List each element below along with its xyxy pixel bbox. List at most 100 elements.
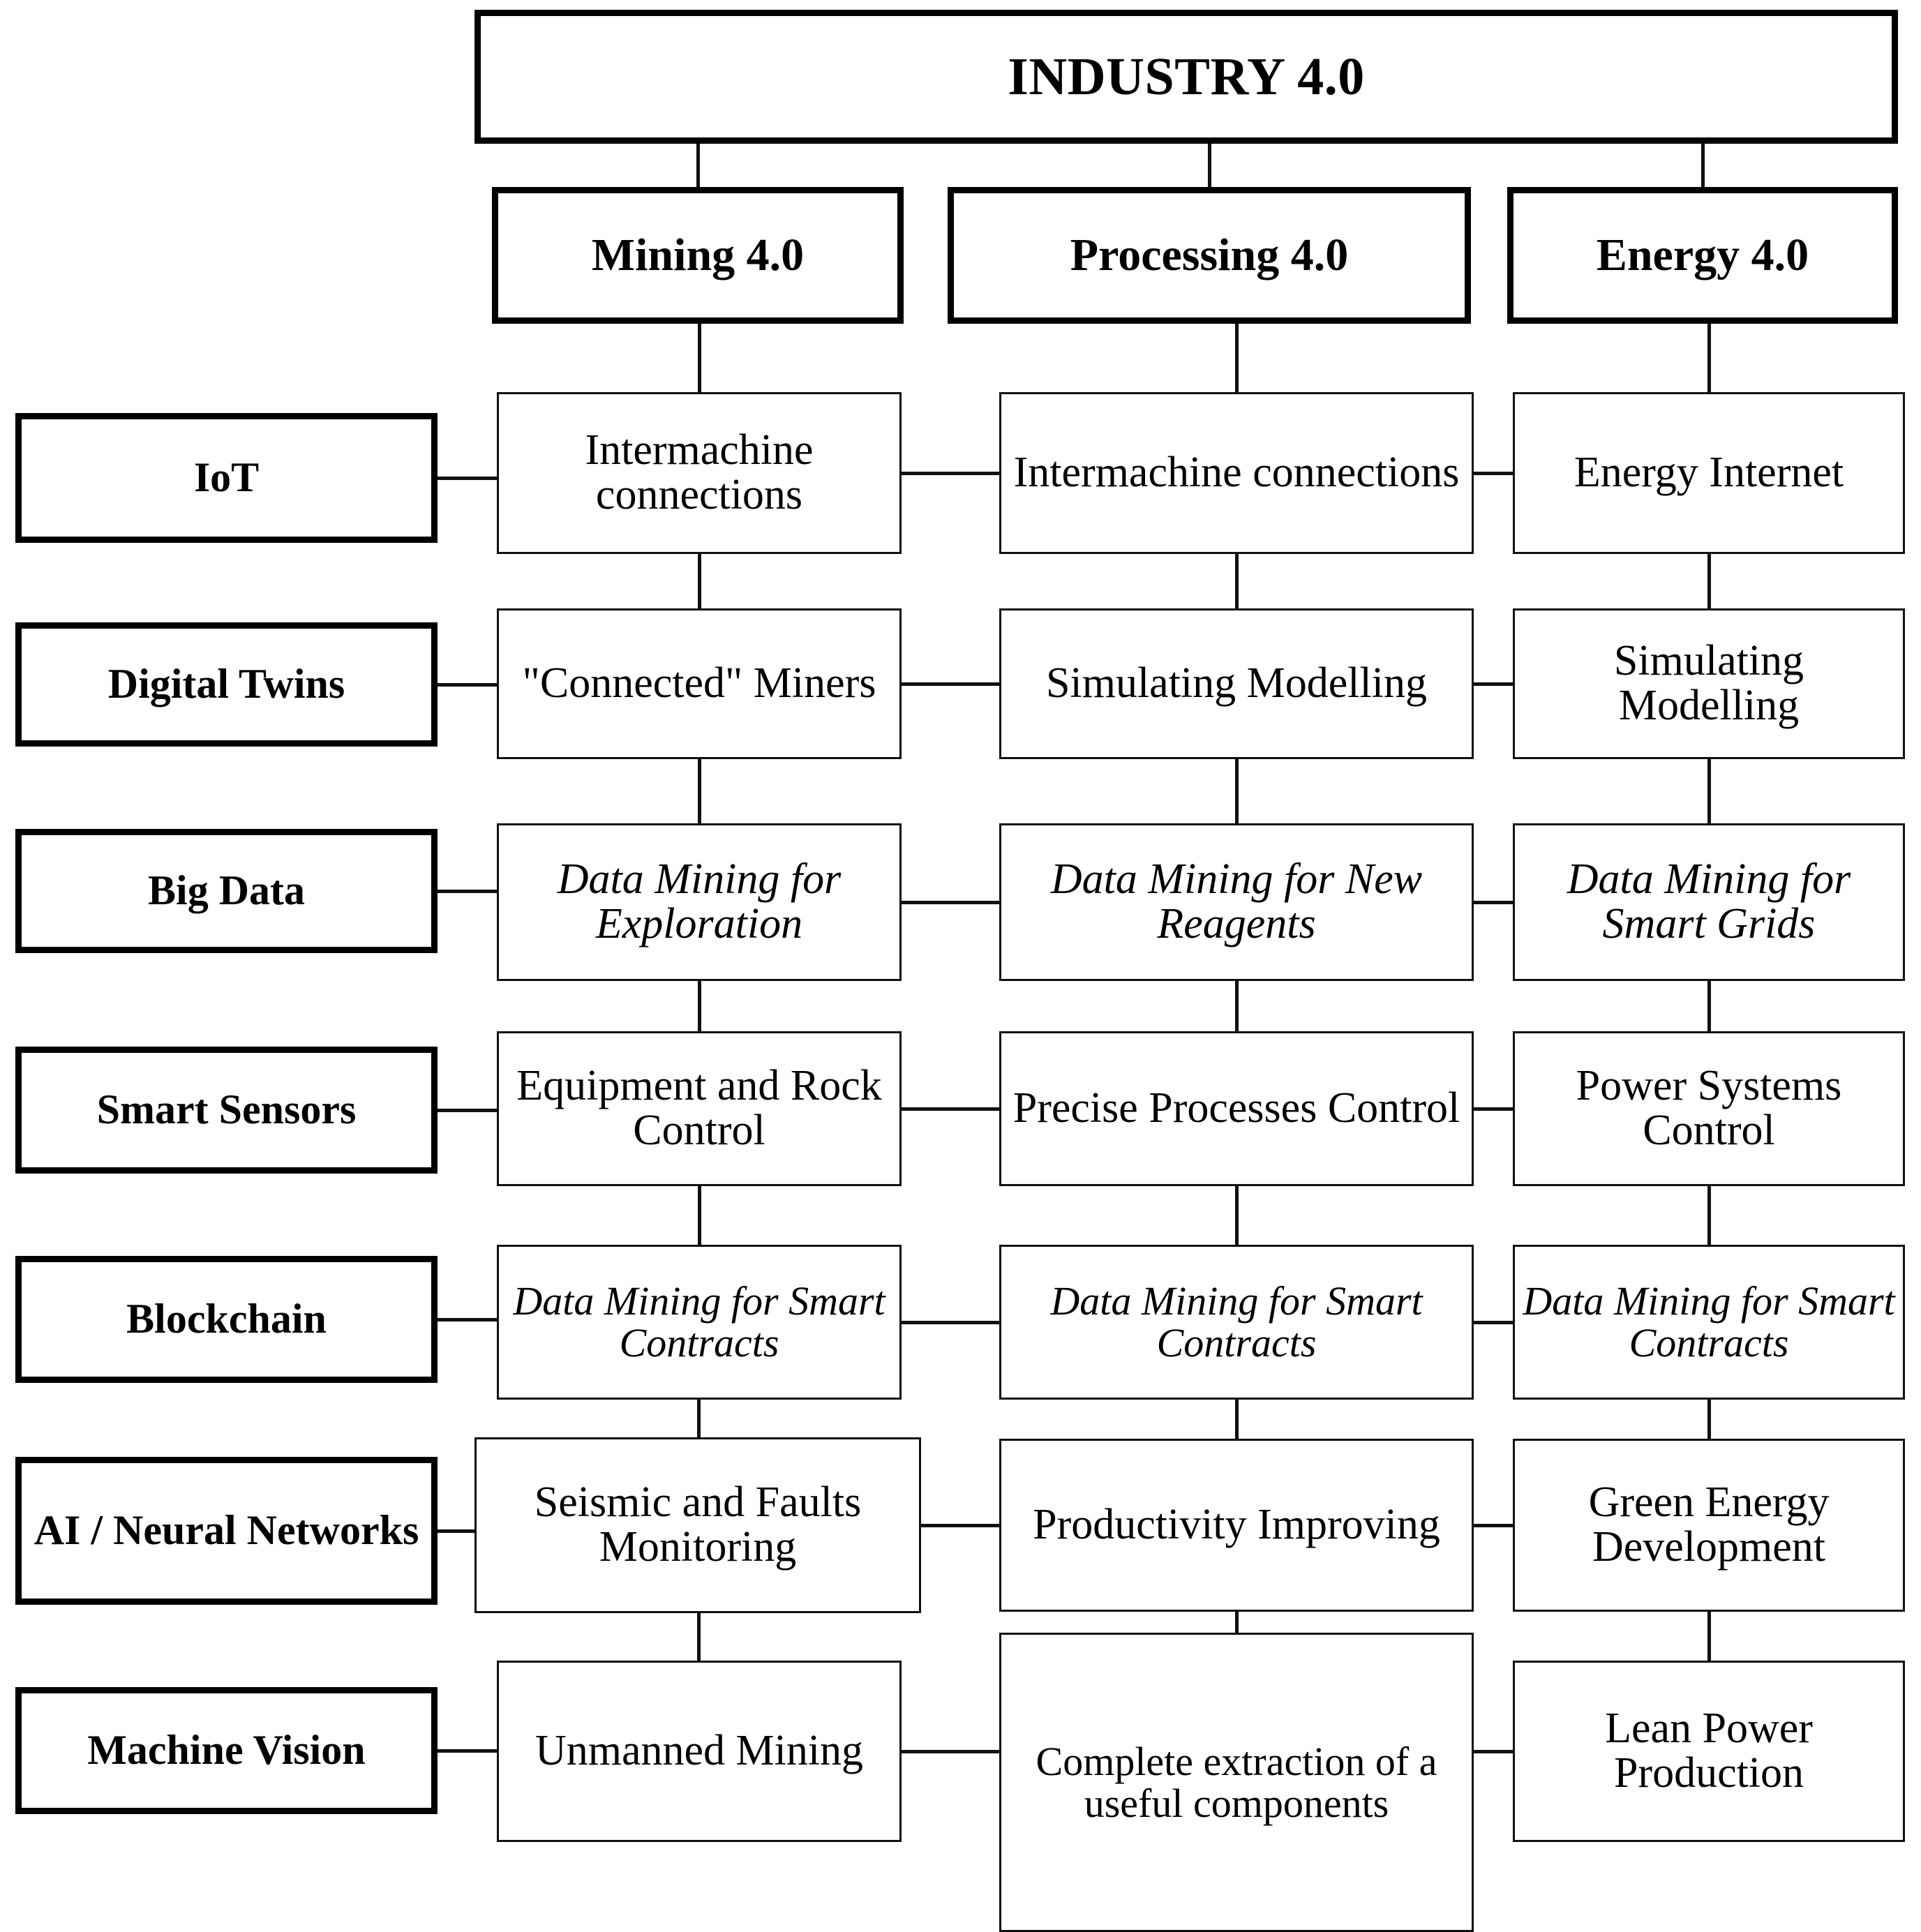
cell-r6-energy: Lean Power Production — [1513, 1661, 1905, 1842]
connector-col-energy-r5-r6 — [1707, 1610, 1711, 1662]
cell-r5-mining-label: Seismic and Faults Monitoring — [534, 1478, 862, 1571]
connector-col-energy-r1-r2 — [1707, 758, 1711, 825]
connector-label5-to-mining — [435, 1529, 477, 1533]
cell-r3-processing: Precise Processes Control — [999, 1031, 1474, 1186]
row-label-0-label: IoT — [193, 454, 260, 501]
connector-col-processing-r5-r6 — [1235, 1610, 1239, 1634]
connector-col-mining-r1-r2 — [698, 758, 701, 825]
connector-col-mining-r4-r5 — [697, 1398, 701, 1439]
row-label-5: AI / Neural Networks — [15, 1457, 438, 1605]
cell-r1-processing: Simulating Modelling — [999, 608, 1474, 759]
connector-col-processing-r4-r5 — [1235, 1398, 1239, 1440]
connector-processing-to-energy-r6 — [1472, 1750, 1515, 1753]
connector-col-processing-r0-r1 — [1235, 553, 1239, 610]
connector-label1-to-mining — [435, 683, 499, 687]
column-header-energy-label: Energy 4.0 — [1596, 230, 1809, 281]
cell-r5-energy: Green Energy Development — [1513, 1439, 1905, 1612]
cell-r6-processing: Complete extraction of a useful componen… — [999, 1633, 1474, 1932]
cell-r4-mining: Data Mining for Smart Contracts — [497, 1245, 902, 1400]
connector-label0-to-mining — [435, 477, 499, 480]
cell-r3-energy: Power Systems Control — [1513, 1031, 1905, 1186]
cell-r0-mining-label: Intermachine connections — [585, 426, 814, 518]
cell-r2-mining-label: Data Mining for Exploration — [557, 855, 842, 948]
connector-header-to-cell-energy — [1707, 324, 1711, 392]
connector-processing-to-energy-r5 — [1472, 1524, 1515, 1527]
cell-r6-processing-label: Complete extraction of a useful componen… — [1036, 1738, 1437, 1826]
connector-title-to-energy — [1701, 144, 1705, 187]
connector-mining-to-processing-r5 — [919, 1524, 1001, 1527]
cell-r5-processing: Productivity Improving — [999, 1439, 1474, 1612]
connector-mining-to-processing-r2 — [899, 901, 1001, 904]
connector-processing-to-energy-r2 — [1472, 901, 1515, 904]
row-label-2: Big Data — [15, 829, 438, 953]
cell-r0-mining: Intermachine connections — [497, 392, 902, 554]
row-label-3-label: Smart Sensors — [96, 1086, 357, 1133]
row-label-6: Machine Vision — [15, 1687, 438, 1814]
cell-r2-processing-label: Data Mining for New Reagents — [1050, 855, 1423, 948]
connector-title-to-processing — [1208, 144, 1211, 187]
connector-label4-to-mining — [435, 1318, 499, 1321]
connector-col-processing-r2-r3 — [1235, 980, 1239, 1033]
cell-r4-energy: Data Mining for Smart Contracts — [1513, 1245, 1905, 1400]
row-label-4: Blockchain — [15, 1256, 438, 1383]
connector-label3-to-mining — [435, 1109, 499, 1112]
cell-r4-energy-label: Data Mining for Smart Contracts — [1523, 1278, 1895, 1365]
cell-r3-mining-label: Equipment and Rock Control — [516, 1062, 882, 1154]
cell-r0-energy-label: Energy Internet — [1574, 449, 1844, 497]
cell-r6-mining: Unmanned Mining — [497, 1661, 902, 1842]
column-header-mining-label: Mining 4.0 — [591, 230, 805, 281]
cell-r1-processing-label: Simulating Modelling — [1046, 659, 1427, 707]
column-header-mining: Mining 4.0 — [492, 187, 904, 324]
cell-r0-energy: Energy Internet — [1513, 392, 1905, 554]
cell-r0-processing-label: Intermachine connections — [1013, 449, 1460, 497]
diagram-title: INDUSTRY 4.0 — [474, 10, 1898, 144]
connector-col-energy-r3-r4 — [1707, 1185, 1711, 1246]
connector-title-to-mining — [696, 144, 700, 187]
cell-r2-mining: Data Mining for Exploration — [497, 823, 902, 981]
cell-r6-mining-label: Unmanned Mining — [535, 1727, 864, 1775]
column-header-energy: Energy 4.0 — [1507, 187, 1898, 324]
connector-col-mining-r3-r4 — [698, 1185, 701, 1246]
cell-r3-processing-label: Precise Processes Control — [1012, 1084, 1460, 1132]
cell-r1-energy-label: Simulating Modelling — [1613, 637, 1804, 729]
cell-r1-energy: Simulating Modelling — [1513, 608, 1905, 759]
cell-r2-energy: Data Mining for Smart Grids — [1513, 823, 1905, 981]
diagram-title-label: INDUSTRY 4.0 — [1008, 47, 1365, 106]
column-header-processing: Processing 4.0 — [948, 187, 1471, 324]
connector-col-processing-r1-r2 — [1235, 758, 1239, 825]
row-label-4-label: Blockchain — [126, 1296, 327, 1342]
row-label-3: Smart Sensors — [15, 1047, 438, 1174]
row-label-2-label: Big Data — [148, 867, 305, 914]
cell-r5-energy-label: Green Energy Development — [1588, 1478, 1830, 1571]
row-label-5-label: AI / Neural Networks — [33, 1507, 419, 1554]
connector-col-mining-r0-r1 — [698, 553, 701, 610]
cell-r5-mining: Seismic and Faults Monitoring — [474, 1437, 921, 1613]
connector-mining-to-processing-r4 — [899, 1321, 1001, 1324]
row-label-6-label: Machine Vision — [87, 1727, 366, 1774]
row-label-0: IoT — [15, 413, 438, 543]
connector-mining-to-processing-r6 — [899, 1750, 1001, 1753]
connector-label6-to-mining — [435, 1749, 499, 1753]
connector-processing-to-energy-r3 — [1472, 1107, 1515, 1111]
cell-r2-energy-label: Data Mining for Smart Grids — [1567, 855, 1851, 948]
connector-col-energy-r0-r1 — [1707, 553, 1711, 610]
cell-r6-energy-label: Lean Power Production — [1605, 1705, 1813, 1797]
connector-header-to-cell-mining — [698, 324, 701, 392]
row-label-1: Digital Twins — [15, 622, 438, 747]
connector-processing-to-energy-r4 — [1472, 1321, 1515, 1324]
connector-col-processing-r3-r4 — [1235, 1185, 1239, 1246]
cell-r4-mining-label: Data Mining for Smart Contracts — [513, 1278, 885, 1365]
cell-r0-processing: Intermachine connections — [999, 392, 1474, 554]
connector-col-mining-r2-r3 — [698, 980, 701, 1033]
cell-r5-processing-label: Productivity Improving — [1033, 1501, 1440, 1549]
cell-r4-processing: Data Mining for Smart Contracts — [999, 1245, 1474, 1400]
cell-r3-energy-label: Power Systems Control — [1576, 1062, 1842, 1154]
row-label-1-label: Digital Twins — [107, 661, 345, 707]
connector-processing-to-energy-r0 — [1472, 472, 1515, 475]
connector-label2-to-mining — [435, 890, 499, 893]
connector-mining-to-processing-r3 — [899, 1107, 1001, 1111]
connector-processing-to-energy-r1 — [1472, 682, 1515, 686]
cell-r3-mining: Equipment and Rock Control — [497, 1031, 902, 1186]
cell-r1-mining: "Connected" Miners — [497, 608, 902, 759]
